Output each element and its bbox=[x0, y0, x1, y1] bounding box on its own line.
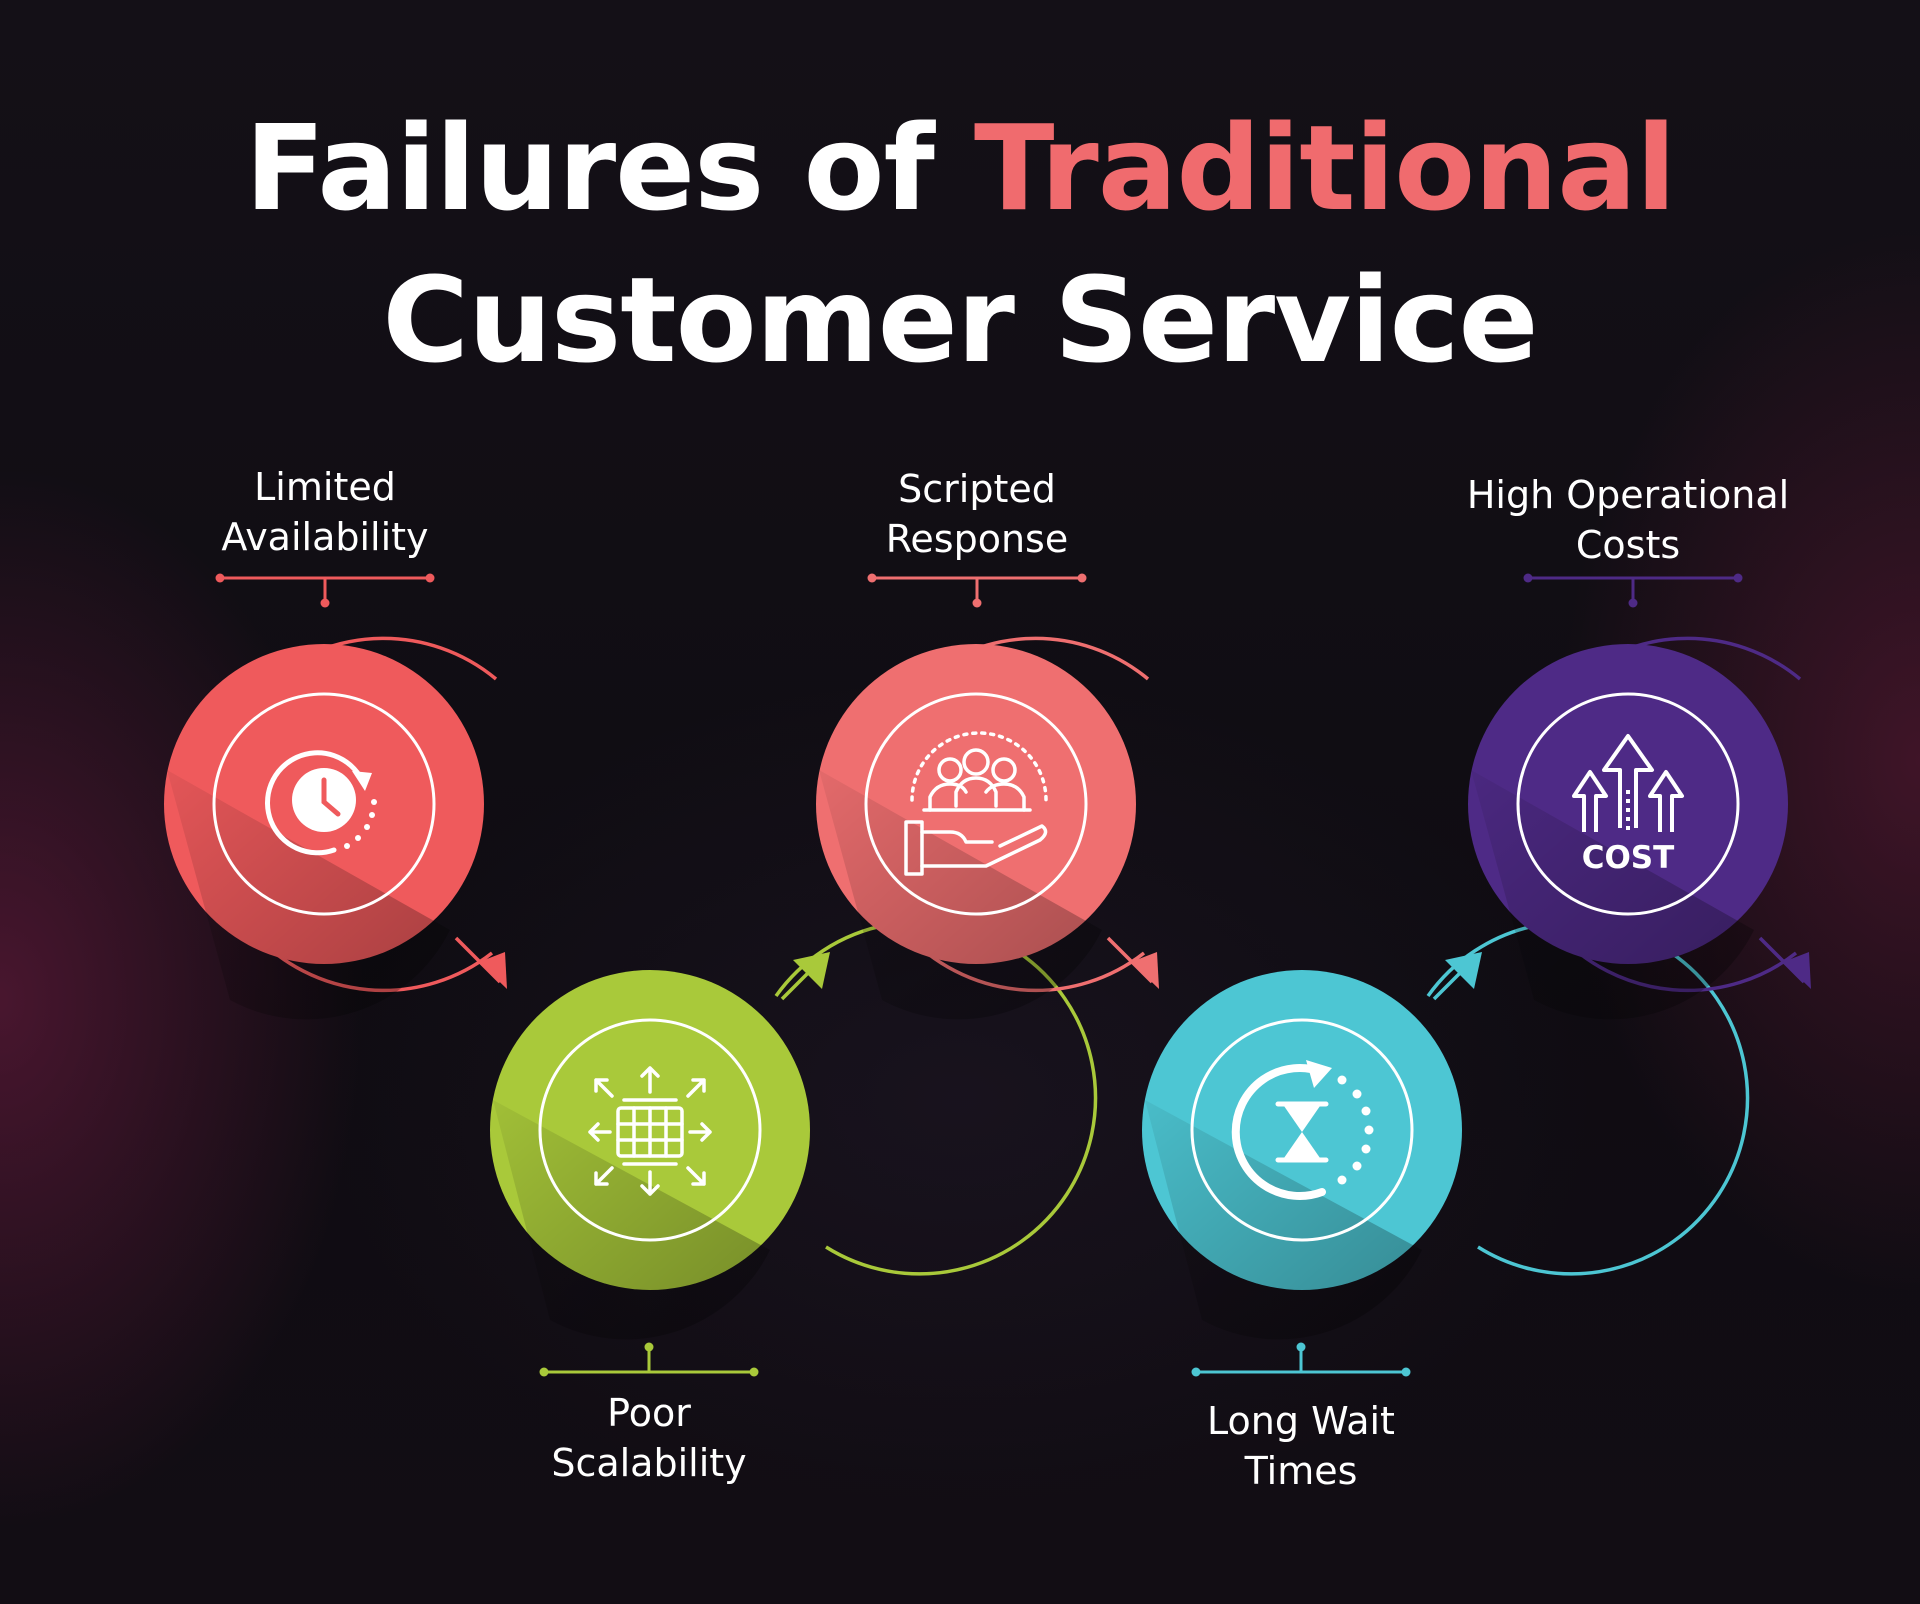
step-long-wait-times bbox=[1142, 920, 1750, 1377]
arrow-head-icon bbox=[793, 952, 830, 989]
label-high-operational-costs: High Operational Costs bbox=[1466, 473, 1790, 567]
title-line2: Customer Service bbox=[382, 251, 1538, 389]
arrow-head-icon bbox=[1783, 952, 1811, 989]
clock-refresh-icon bbox=[265, 750, 377, 856]
page-title: Failures of Traditional Customer Service bbox=[0, 92, 1920, 396]
title-accent: Traditional bbox=[974, 99, 1676, 237]
hourglass-refresh-icon bbox=[1231, 1060, 1374, 1200]
label-bracket-dot bbox=[539, 1367, 549, 1377]
label-scripted-response: Scripted Response bbox=[885, 467, 1069, 561]
disc-inner-ring bbox=[1190, 1018, 1414, 1242]
label-bracket-dot bbox=[1523, 573, 1533, 583]
label-bracket-dot bbox=[867, 573, 877, 583]
step-poor-scalability bbox=[490, 920, 1098, 1377]
label-poor-scalability: Poor Scalability bbox=[551, 1391, 747, 1485]
disc-shadow bbox=[493, 1100, 770, 1340]
label-stem-dot bbox=[972, 598, 982, 608]
disc-inner-ring bbox=[1516, 692, 1740, 916]
label-long-wait-times: Long Wait Times bbox=[1207, 1399, 1395, 1493]
grid-expand-icon bbox=[588, 1066, 712, 1196]
disc-shadow bbox=[167, 770, 450, 1020]
step-high-operational-costs: COST bbox=[1468, 573, 1811, 1020]
title-part1: Failures of bbox=[244, 99, 935, 237]
label-stem-dot bbox=[1628, 598, 1638, 608]
label-bracket-dot bbox=[1733, 573, 1743, 583]
disc-inner-ring bbox=[864, 692, 1088, 916]
disc-inner-ring bbox=[538, 1018, 762, 1242]
disc-shadow bbox=[1471, 770, 1754, 1020]
label-bracket-dot bbox=[1191, 1367, 1201, 1377]
step-limited-availability bbox=[164, 573, 507, 1020]
disc-shadow bbox=[819, 770, 1102, 1020]
disc-shadow bbox=[1145, 1100, 1422, 1340]
step-scripted-response bbox=[816, 573, 1159, 1020]
arrow-head-icon bbox=[1131, 952, 1159, 989]
label-bracket-dot bbox=[425, 573, 435, 583]
label-stem-dot bbox=[1296, 1342, 1306, 1352]
cost-arrows-icon: COST bbox=[1572, 734, 1684, 876]
people-hand-icon bbox=[904, 731, 1048, 876]
label-bracket-dot bbox=[1077, 573, 1087, 583]
label-bracket-dot bbox=[749, 1367, 759, 1377]
label-bracket-dot bbox=[215, 573, 225, 583]
cost-text: COST bbox=[1582, 840, 1675, 876]
label-limited-availability: Limited Availability bbox=[221, 465, 429, 559]
disc-inner-ring bbox=[212, 692, 436, 916]
label-stem-dot bbox=[644, 1342, 654, 1352]
label-bracket-dot bbox=[1401, 1367, 1411, 1377]
arrow-head-icon bbox=[479, 952, 507, 989]
arrow-head-icon bbox=[1445, 952, 1482, 989]
label-stem-dot bbox=[320, 598, 330, 608]
